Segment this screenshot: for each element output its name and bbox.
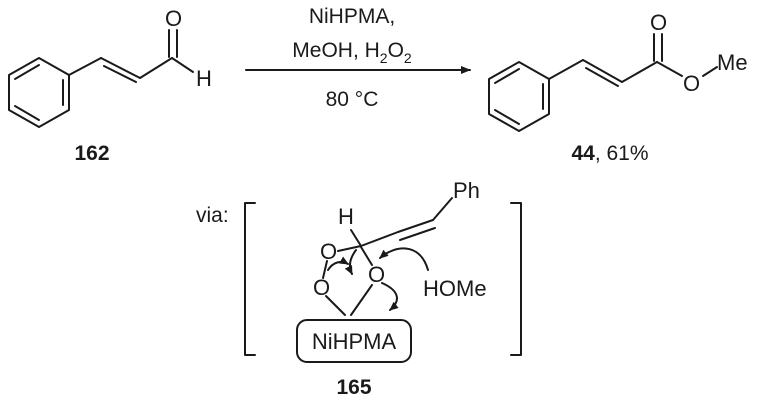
oxygen-left: O: [313, 275, 330, 300]
arrow-methanol-attack: [379, 247, 429, 271]
vinyl-double-bond: [397, 219, 434, 233]
via-label: via:: [196, 204, 229, 227]
vinyl-ph-bond: [432, 197, 453, 221]
reactant-structure: O H: [8, 6, 212, 128]
carbonyl-oxygen: O: [650, 10, 667, 35]
o-left-mo-bond: [325, 295, 346, 316]
methanol-reagent: HOMe: [423, 276, 487, 301]
intermediate-structure: H Ph O O O HOMe NiHPMA: [296, 178, 487, 363]
left-bracket: [244, 202, 256, 356]
catalyst-label: NiHPMA: [312, 329, 397, 354]
condition-solvent-oxidant: MeOH, H2O2: [292, 39, 412, 66]
arrow-oo-cleavage: [327, 256, 349, 271]
o-c-bond: [337, 245, 362, 252]
right-bracket: [510, 202, 522, 356]
c-o-right-bond: [360, 246, 373, 266]
vinyl-bond-2: [139, 57, 173, 79]
condition-temperature: 80 °C: [326, 88, 379, 111]
aldehyde-ch-bond: [171, 57, 194, 73]
benzene-ring: [488, 61, 550, 132]
arrow-o-to-metal: [381, 282, 399, 311]
catalyst-box: [296, 319, 412, 363]
o-right-mo-bond: [350, 284, 373, 316]
vinyl-bond-1: [68, 57, 102, 76]
phenyl-group: Ph: [453, 178, 480, 203]
reactant-label: 162: [74, 142, 109, 165]
ester-oxygen: O: [683, 71, 700, 96]
oxygen-top: O: [320, 239, 337, 264]
o-o-bond: [322, 260, 328, 279]
vinyl-double-bond: [100, 57, 141, 79]
aldehyde-hydrogen: H: [196, 66, 212, 91]
intermediate-label: 165: [336, 376, 371, 399]
ch-bond: [350, 229, 362, 247]
vinyl-bond-1: [548, 59, 584, 80]
oxygen-right: O: [368, 262, 385, 287]
condition-catalyst: NiHPMA,: [309, 5, 395, 28]
c-vinyl-bond: [360, 231, 399, 247]
vinyl-bond-2: [621, 61, 658, 83]
product-label: 44, 61%: [571, 142, 648, 165]
methyl-group: Me: [717, 50, 748, 75]
intermediate-hydrogen: H: [338, 204, 354, 229]
arrow-co-to-oxygen: [344, 249, 357, 275]
vinyl-double-bond: [582, 59, 623, 83]
product-structure: O O Me: [488, 10, 748, 132]
carbonyl-oxygen: O: [165, 6, 182, 31]
ester-co-bond: [656, 61, 683, 77]
ester-ome-bond: [702, 66, 718, 77]
benzene-ring: [8, 57, 70, 128]
